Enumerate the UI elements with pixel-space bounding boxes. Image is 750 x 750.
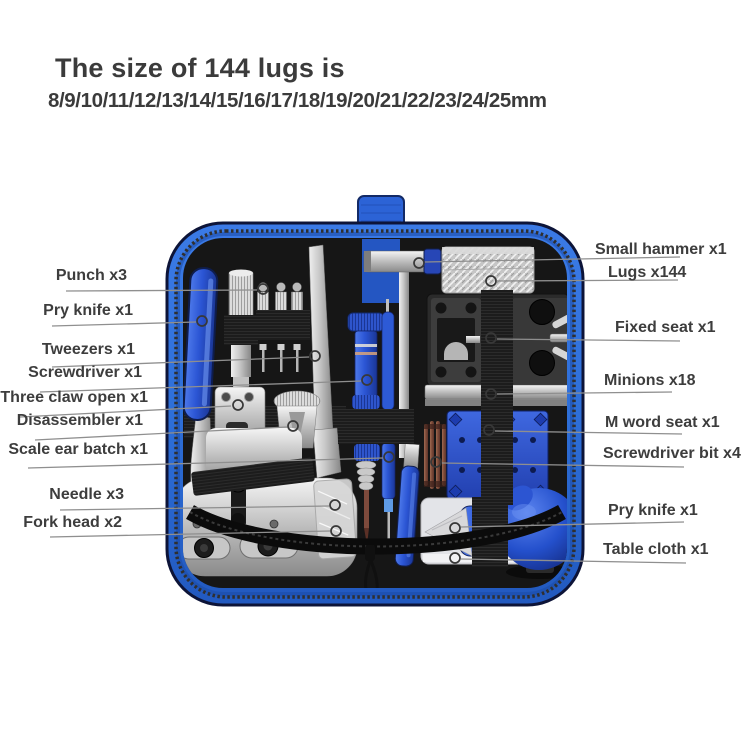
label-table-cloth: Table cloth x1 [603, 541, 709, 558]
label-disassembler: Disassembler x1 [16, 412, 143, 429]
elastic-strap-center [338, 409, 414, 444]
callout-scale-ear [27, 457, 384, 469]
callout-screwdriver-bit [441, 462, 685, 468]
callout-minions [496, 391, 673, 395]
label-small-hammer: Small hammer x1 [595, 241, 727, 258]
callout-lines [19, 256, 687, 564]
label-minions: Minions x18 [604, 372, 696, 389]
label-scale-ear: Scale ear batch x1 [8, 441, 148, 458]
label-punch: Punch x3 [55, 267, 127, 284]
inner-zipper [186, 504, 566, 555]
label-needle: Needle x3 [49, 486, 124, 503]
fixed-seat-tool [426, 293, 567, 387]
callout-small-hammer [424, 256, 681, 263]
elastic-strap-lower-left [191, 457, 315, 496]
label-m-word-seat: M word seat x1 [605, 414, 720, 431]
callout-fixed-seat [496, 338, 681, 342]
callout-fork-head [49, 530, 331, 538]
label-three-claw: Three claw open x1 [0, 389, 148, 406]
lugs-bag [441, 246, 535, 294]
elastic-strap-right [481, 290, 513, 505]
label-tweezers: Tweezers x1 [41, 341, 135, 358]
callout-markers [196, 257, 497, 564]
label-fixed-seat: Fixed seat x1 [615, 319, 716, 336]
callout-screwdriver [39, 380, 362, 393]
elastic-strap-punches [224, 315, 258, 345]
callout-disassembler [34, 426, 288, 441]
zipper-pull [364, 545, 379, 588]
label-lugs: Lugs x144 [608, 264, 687, 281]
callout-table-cloth [460, 558, 687, 564]
callout-needle [59, 505, 330, 511]
callout-tweezers [51, 356, 310, 368]
callout-three-claw [19, 405, 232, 418]
screwdriver-bits [424, 421, 446, 489]
label-fork-head: Fork head x2 [23, 514, 122, 531]
callout-lugs [496, 279, 679, 282]
lug-sizes-text: 8/9/10/11/12/13/14/15/16/17/18/19/20/21/… [48, 89, 547, 112]
zipper-teeth [174, 229, 576, 599]
callout-pry-knife-right [460, 521, 685, 528]
tweezers-tool [308, 244, 342, 479]
elastic-strap-punches2 [256, 310, 310, 340]
label-pry-knife-left: Pry knife x1 [43, 302, 133, 319]
callout-m-word-seat [494, 430, 683, 435]
label-screwdriver-bit: Screwdriver bit x4 [603, 445, 741, 462]
page-title: The size of 144 lugs is [55, 53, 345, 83]
label-pry-knife-right: Pry knife x1 [608, 502, 698, 519]
callout-pry-knife-left [51, 321, 197, 327]
callout-punch [65, 289, 258, 292]
label-screwdriver: Screwdriver x1 [28, 364, 142, 381]
